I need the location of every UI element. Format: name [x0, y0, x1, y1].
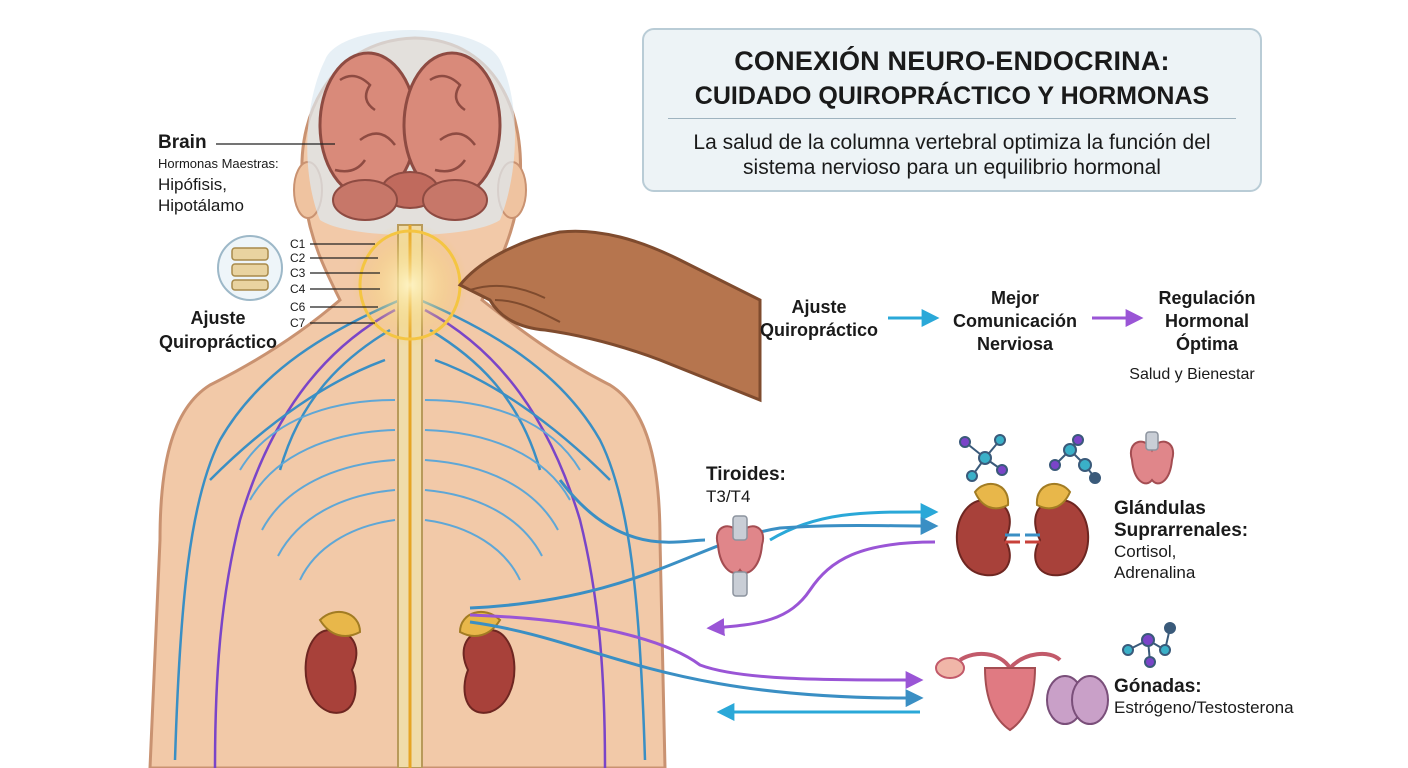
subtitle: La salud de la columna vertebral optimiz… [664, 130, 1240, 180]
thyroid-graphic [715, 515, 765, 597]
flow-step-3: Regulación Hormonal Óptima [1132, 287, 1282, 356]
brain-caption: Hormonas Maestras: [158, 156, 279, 171]
vertebra-label-c2: C2 [290, 251, 306, 265]
flow-result: Salud y Bienestar [1129, 366, 1255, 383]
nerve-network [173, 298, 647, 768]
vertebra-label-c4: C4 [290, 282, 306, 296]
title-line-1: CONEXIÓN NEURO-ENDOCRINA: [734, 46, 1170, 76]
flow-step-2-line-3: Nerviosa [976, 334, 1054, 354]
brain-label: Brain [158, 132, 207, 153]
molecule-icon-1 [959, 434, 1008, 482]
flow-step-1-line-2: Quiropráctico [759, 320, 879, 340]
gonads-hormones: Estrógeno/Testosterona [1114, 698, 1294, 717]
adjustment-label-line-2: Quiropráctico [158, 332, 278, 352]
thyroid-hormones: T3/T4 [706, 487, 751, 506]
pointer-lines [216, 143, 380, 324]
subtitle-line-2: sistema nervioso para un equilibrio horm… [743, 156, 1161, 179]
title-line-2: CUIDADO QUIROPRÁCTICO Y HORMONAS [694, 82, 1210, 110]
adrenal-hormone-2: Adrenalina [1114, 563, 1196, 582]
adrenal-kidney-graphic [955, 483, 1090, 577]
brain-graphic [318, 51, 502, 221]
hand-graphic [457, 229, 762, 403]
adrenal-label-line-2: Suprarrenales: [1114, 520, 1249, 541]
adrenal-label-line-1: Glándulas [1114, 498, 1206, 519]
adrenal-hormone-1: Cortisol, [1114, 542, 1177, 561]
adjustment-label: Ajuste Quiropráctico [150, 306, 286, 354]
title-divider [668, 118, 1236, 119]
vertebra-label-c7: C7 [290, 316, 306, 330]
gland-connection-arrows [469, 479, 939, 721]
brain-gland-2: Hipotálamo [158, 196, 244, 215]
thyroid-icon [1129, 431, 1175, 485]
flow-step-3-line-1: Regulación [1158, 288, 1256, 308]
title-box: CONEXIÓN NEURO-ENDOCRINA: CUIDADO QUIROP… [642, 28, 1262, 192]
flow-step-3-line-3: Óptima [1175, 334, 1238, 354]
flow-step-3-line-2: Hormonal [1164, 311, 1249, 331]
flow-step-1: Ajuste Quiropráctico [744, 296, 894, 342]
gonads-graphic [935, 651, 1109, 732]
adjustment-glow [352, 223, 468, 347]
vertebra-label-c3: C3 [290, 266, 306, 280]
flow-step-2-line-1: Mejor [990, 288, 1039, 308]
molecule-icon-3 [1122, 622, 1176, 668]
flow-step-2: Mejor Comunicación Nerviosa [940, 287, 1090, 356]
gonads-label: Gónadas: [1114, 676, 1202, 697]
thyroid-label: Tiroides: [706, 464, 786, 485]
brain-gland-1: Hipófisis, [158, 175, 227, 194]
vertebra-label-c1: C1 [290, 237, 306, 251]
vertebra-label-c6: C6 [290, 300, 306, 314]
adjustment-label-line-1: Ajuste [190, 308, 246, 328]
vertebra-icon [217, 235, 283, 301]
flow-step-1-line-1: Ajuste [791, 297, 847, 317]
rib-cage [239, 399, 581, 581]
flow-step-2-line-2: Comunicación [952, 311, 1077, 331]
molecule-icon-2 [1049, 434, 1101, 484]
subtitle-line-1: La salud de la columna vertebral optimiz… [693, 131, 1211, 154]
